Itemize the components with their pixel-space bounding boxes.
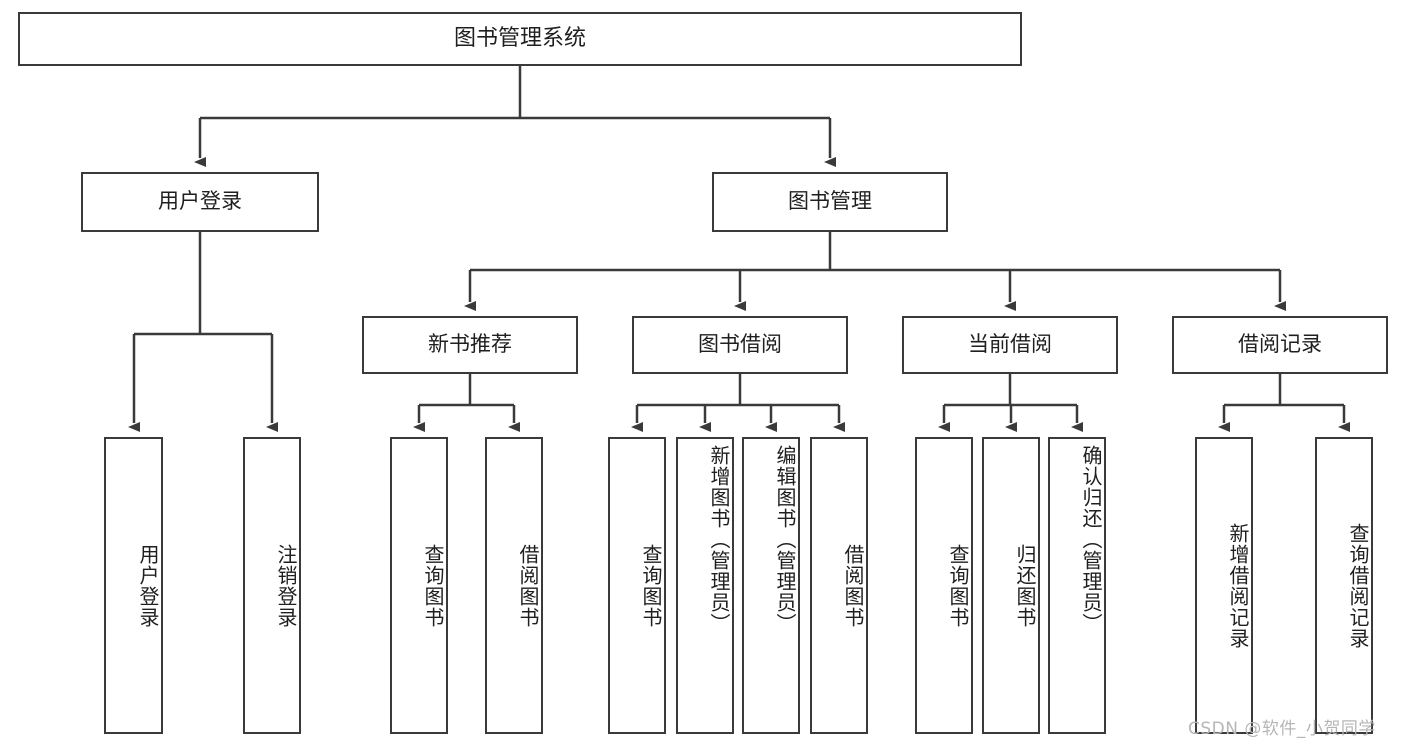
node-user-login-label: 用户登录 <box>158 189 242 214</box>
node-query-borrow-record[interactable]: 查询借阅记录 <box>1315 437 1373 734</box>
node-query-borrow-record-label: 查询借阅记录 <box>1346 522 1370 649</box>
node-borrow-book-action[interactable]: 借阅图书 <box>810 437 868 734</box>
csdn-watermark: CSDN @软件_小贺同学 <box>1188 719 1376 739</box>
node-edit-book-admin-label: 编辑图书（管理员） <box>773 445 797 634</box>
node-book-manage[interactable]: 图书管理 <box>712 172 948 232</box>
node-current-borrow[interactable]: 当前借阅 <box>902 316 1118 374</box>
node-user-login-action-label: 用户登录 <box>136 543 160 628</box>
node-borrow-record-label: 借阅记录 <box>1238 332 1322 357</box>
node-query-book-current-label: 查询图书 <box>946 543 970 628</box>
node-borrow-book-recommend[interactable]: 借阅图书 <box>485 437 543 734</box>
node-user-logout-action[interactable]: 注销登录 <box>243 437 301 734</box>
node-new-book-recommend-label: 新书推荐 <box>428 332 512 357</box>
node-confirm-return-admin[interactable]: 确认归还（管理员） <box>1048 437 1106 734</box>
node-user-logout-action-label: 注销登录 <box>274 543 298 628</box>
node-query-book-current[interactable]: 查询图书 <box>915 437 973 734</box>
node-current-borrow-label: 当前借阅 <box>968 332 1052 357</box>
node-add-book-admin[interactable]: 新增图书（管理员） <box>676 437 734 734</box>
node-root[interactable]: 图书管理系统 <box>18 12 1022 66</box>
node-borrow-book-action-label: 借阅图书 <box>841 543 865 628</box>
node-book-borrow[interactable]: 图书借阅 <box>632 316 848 374</box>
node-root-label: 图书管理系统 <box>453 26 586 52</box>
node-book-manage-label: 图书管理 <box>788 189 872 214</box>
node-edit-book-admin[interactable]: 编辑图书（管理员） <box>742 437 800 734</box>
node-user-login[interactable]: 用户登录 <box>81 172 319 232</box>
node-user-login-action[interactable]: 用户登录 <box>104 437 163 734</box>
node-add-borrow-record-label: 新增借阅记录 <box>1226 522 1250 649</box>
node-return-book[interactable]: 归还图书 <box>982 437 1040 734</box>
node-borrow-book-recommend-label: 借阅图书 <box>516 543 540 628</box>
node-book-borrow-label: 图书借阅 <box>698 332 782 357</box>
node-query-book-recommend-label: 查询图书 <box>421 543 445 628</box>
node-add-book-admin-label: 新增图书（管理员） <box>707 445 731 634</box>
node-return-book-label: 归还图书 <box>1013 543 1037 628</box>
node-query-book-borrow[interactable]: 查询图书 <box>608 437 666 734</box>
node-add-borrow-record[interactable]: 新增借阅记录 <box>1195 437 1253 734</box>
node-new-book-recommend[interactable]: 新书推荐 <box>362 316 578 374</box>
node-query-book-recommend[interactable]: 查询图书 <box>390 437 448 734</box>
node-confirm-return-admin-label: 确认归还（管理员） <box>1079 445 1103 634</box>
node-query-book-borrow-label: 查询图书 <box>639 543 663 628</box>
node-borrow-record[interactable]: 借阅记录 <box>1172 316 1388 374</box>
